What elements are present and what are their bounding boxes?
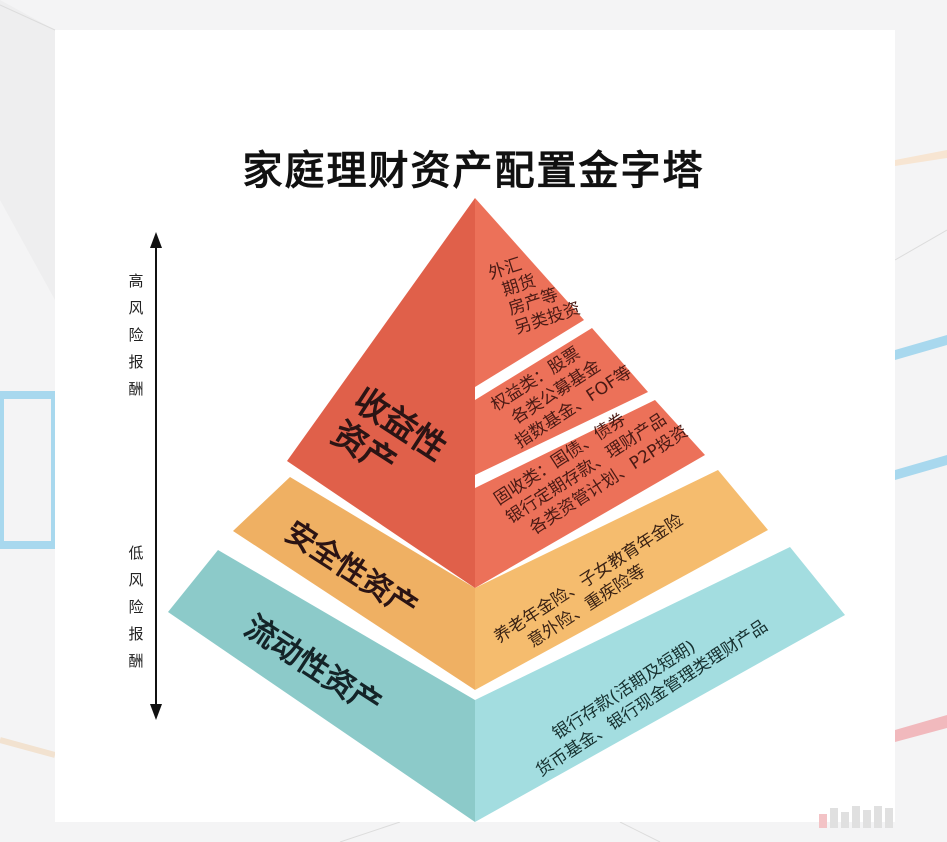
arrow-up-icon bbox=[150, 232, 162, 248]
watermark bbox=[819, 804, 927, 828]
tier-safety-left-face bbox=[233, 477, 475, 690]
high-risk-label: 高 风 险 报 酬 bbox=[128, 272, 144, 398]
tier-liquidity-left-face bbox=[168, 550, 475, 822]
tier-safety-right-face bbox=[475, 470, 768, 690]
tier-return-left-face bbox=[287, 198, 475, 588]
tier-return-right-seg-1 bbox=[475, 198, 584, 387]
tier-return-right-seg-2 bbox=[475, 328, 648, 475]
arrow-down-icon bbox=[150, 704, 162, 720]
low-risk-label: 低 风 险 报 酬 bbox=[128, 544, 144, 670]
diagram-title: 家庭理财资产配置金字塔 bbox=[242, 148, 705, 194]
tier-liquidity-right-face bbox=[475, 547, 845, 822]
tier-return-right-seg-3 bbox=[475, 400, 705, 588]
